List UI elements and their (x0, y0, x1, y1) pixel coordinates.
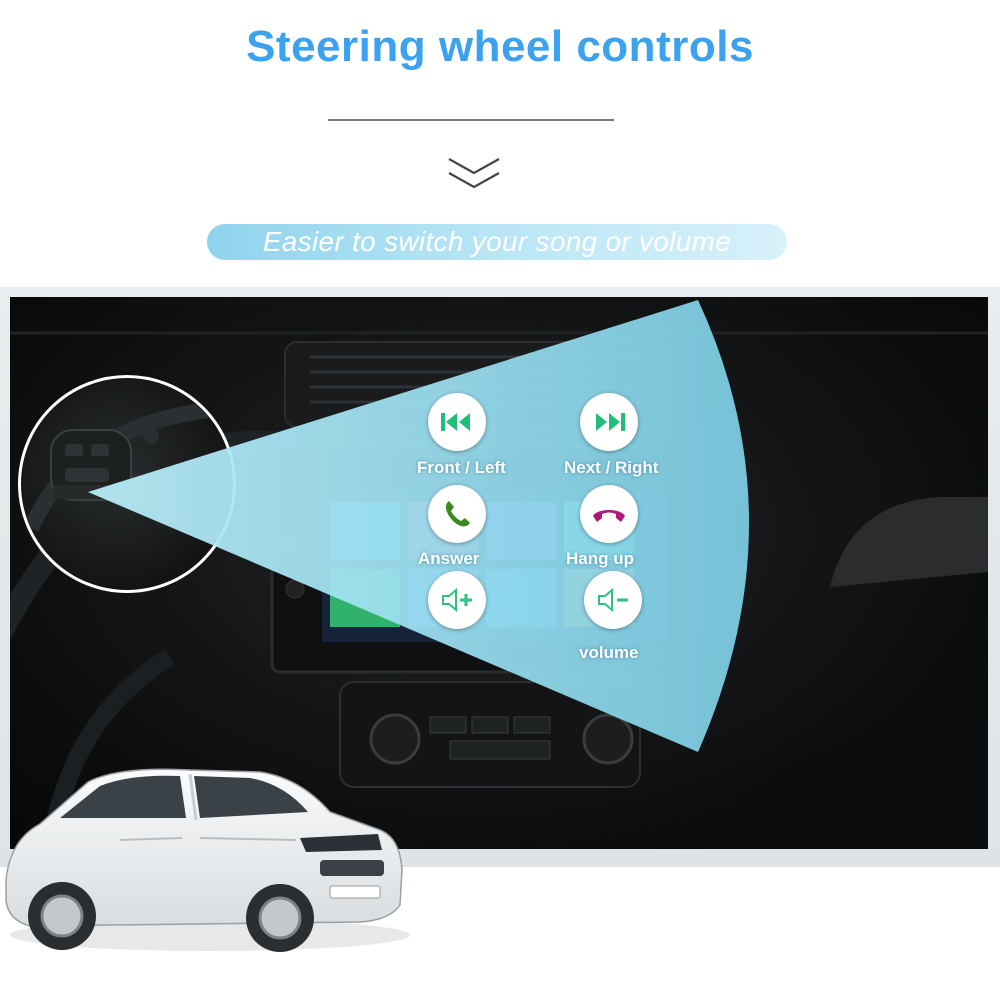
next-track-button[interactable] (580, 393, 638, 451)
skip-previous-icon (441, 413, 470, 431)
previous-track-label: Front / Left (417, 458, 506, 477)
car-image (5, 768, 410, 952)
previous-track-button[interactable] (428, 393, 486, 451)
page-title: Steering wheel controls (246, 22, 754, 71)
title-divider (328, 119, 614, 121)
subtitle-banner: Easier to switch your song or volume (207, 224, 787, 260)
hang-up-button[interactable] (580, 485, 638, 543)
volume-down-icon (598, 587, 628, 613)
skip-next-icon (596, 413, 625, 431)
subtitle-text: Easier to switch your song or volume (262, 226, 732, 257)
answer-call-button[interactable] (428, 485, 486, 543)
phone-hangup-icon (593, 510, 625, 522)
steering-buttons-closeup (23, 400, 232, 532)
steering-zoom-circle (18, 375, 236, 593)
next-track-label: Next / Right (564, 458, 659, 477)
volume-up-button[interactable] (428, 571, 486, 629)
volume-up-icon (442, 587, 472, 613)
hang-up-label: Hang up (566, 549, 634, 568)
chevron-down-icon (448, 158, 500, 189)
volume-down-button[interactable] (584, 571, 642, 629)
answer-label: Answer (418, 549, 480, 568)
volume-label: volume (579, 643, 639, 662)
phone-answer-icon (445, 501, 470, 527)
